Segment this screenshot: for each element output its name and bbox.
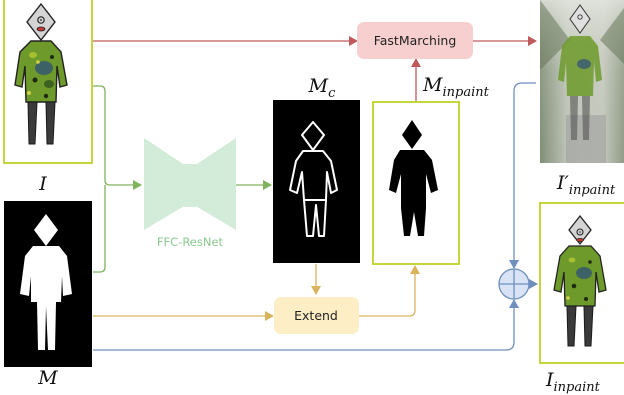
- edge-mask-to-network: [93, 185, 106, 273]
- ffc-resnet-block: [144, 138, 236, 230]
- edge-intermediate-to-sum: [509, 82, 536, 269]
- input-image-label: I: [38, 173, 47, 195]
- input-image: [3, 0, 93, 164]
- output-label: Iinpaint: [545, 369, 601, 395]
- edge-input-to-network: [93, 85, 142, 190]
- intermediate-label: I′inpaint: [556, 172, 616, 198]
- coarse-mask-label: Mc: [308, 75, 336, 101]
- mask-label: M: [37, 367, 58, 389]
- fastmarching-label: FastMarching: [374, 33, 457, 48]
- extend-label: Extend: [294, 308, 338, 323]
- output-image: [539, 202, 624, 364]
- edge-mask-to-sum: [93, 299, 519, 351]
- mask-image: [4, 201, 92, 367]
- sum-node: [498, 268, 530, 300]
- edge-extend-to-inpaintmask: [359, 265, 420, 317]
- coarse-mask-image: [273, 100, 360, 263]
- fastmarching-box: FastMarching: [357, 22, 473, 59]
- inpaint-mask-image: [372, 101, 460, 265]
- intermediate-image: [540, 0, 624, 163]
- network-label: FFC-ResNet: [157, 235, 224, 249]
- inpaint-mask-label: Minpaint: [422, 74, 490, 100]
- extend-box: Extend: [274, 297, 359, 334]
